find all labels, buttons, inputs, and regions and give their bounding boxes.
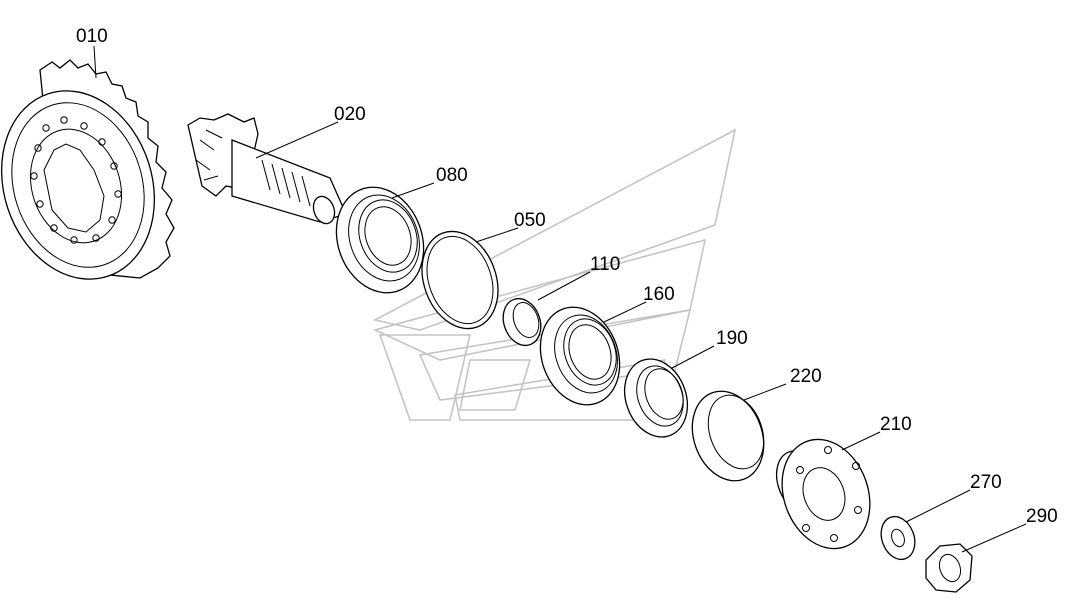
callout-labels: 010 020 080 050 110 160 190 220 210 270 … [76,26,1058,527]
callout-110: 110 [590,254,620,275]
leader-lines [93,45,1027,553]
part-110-spacer [502,297,542,347]
callout-160: 160 [643,284,675,305]
part-270-washer [880,515,916,561]
callout-210: 210 [880,414,912,435]
part-050-ring [421,230,499,330]
callout-080: 080 [436,165,468,186]
part-210-flange [775,438,871,550]
part-080-bearing [335,186,425,294]
callout-290: 290 [1026,506,1058,527]
flange-bolt-holes [796,446,862,542]
part-020-pinion-shaft [187,113,347,225]
callout-220: 220 [790,366,822,387]
callout-190: 190 [716,328,748,349]
part-190-seal [624,358,688,438]
part-010-crown-gear [0,59,175,280]
callout-020: 020 [334,104,366,125]
crown-gear-bolt-holes [30,116,122,244]
callout-270: 270 [970,472,1002,493]
part-290-nut [925,543,973,593]
callout-050: 050 [514,210,546,231]
part-220-cover [691,390,765,482]
part-160-bearing [539,306,621,406]
callout-010: 010 [76,26,108,47]
